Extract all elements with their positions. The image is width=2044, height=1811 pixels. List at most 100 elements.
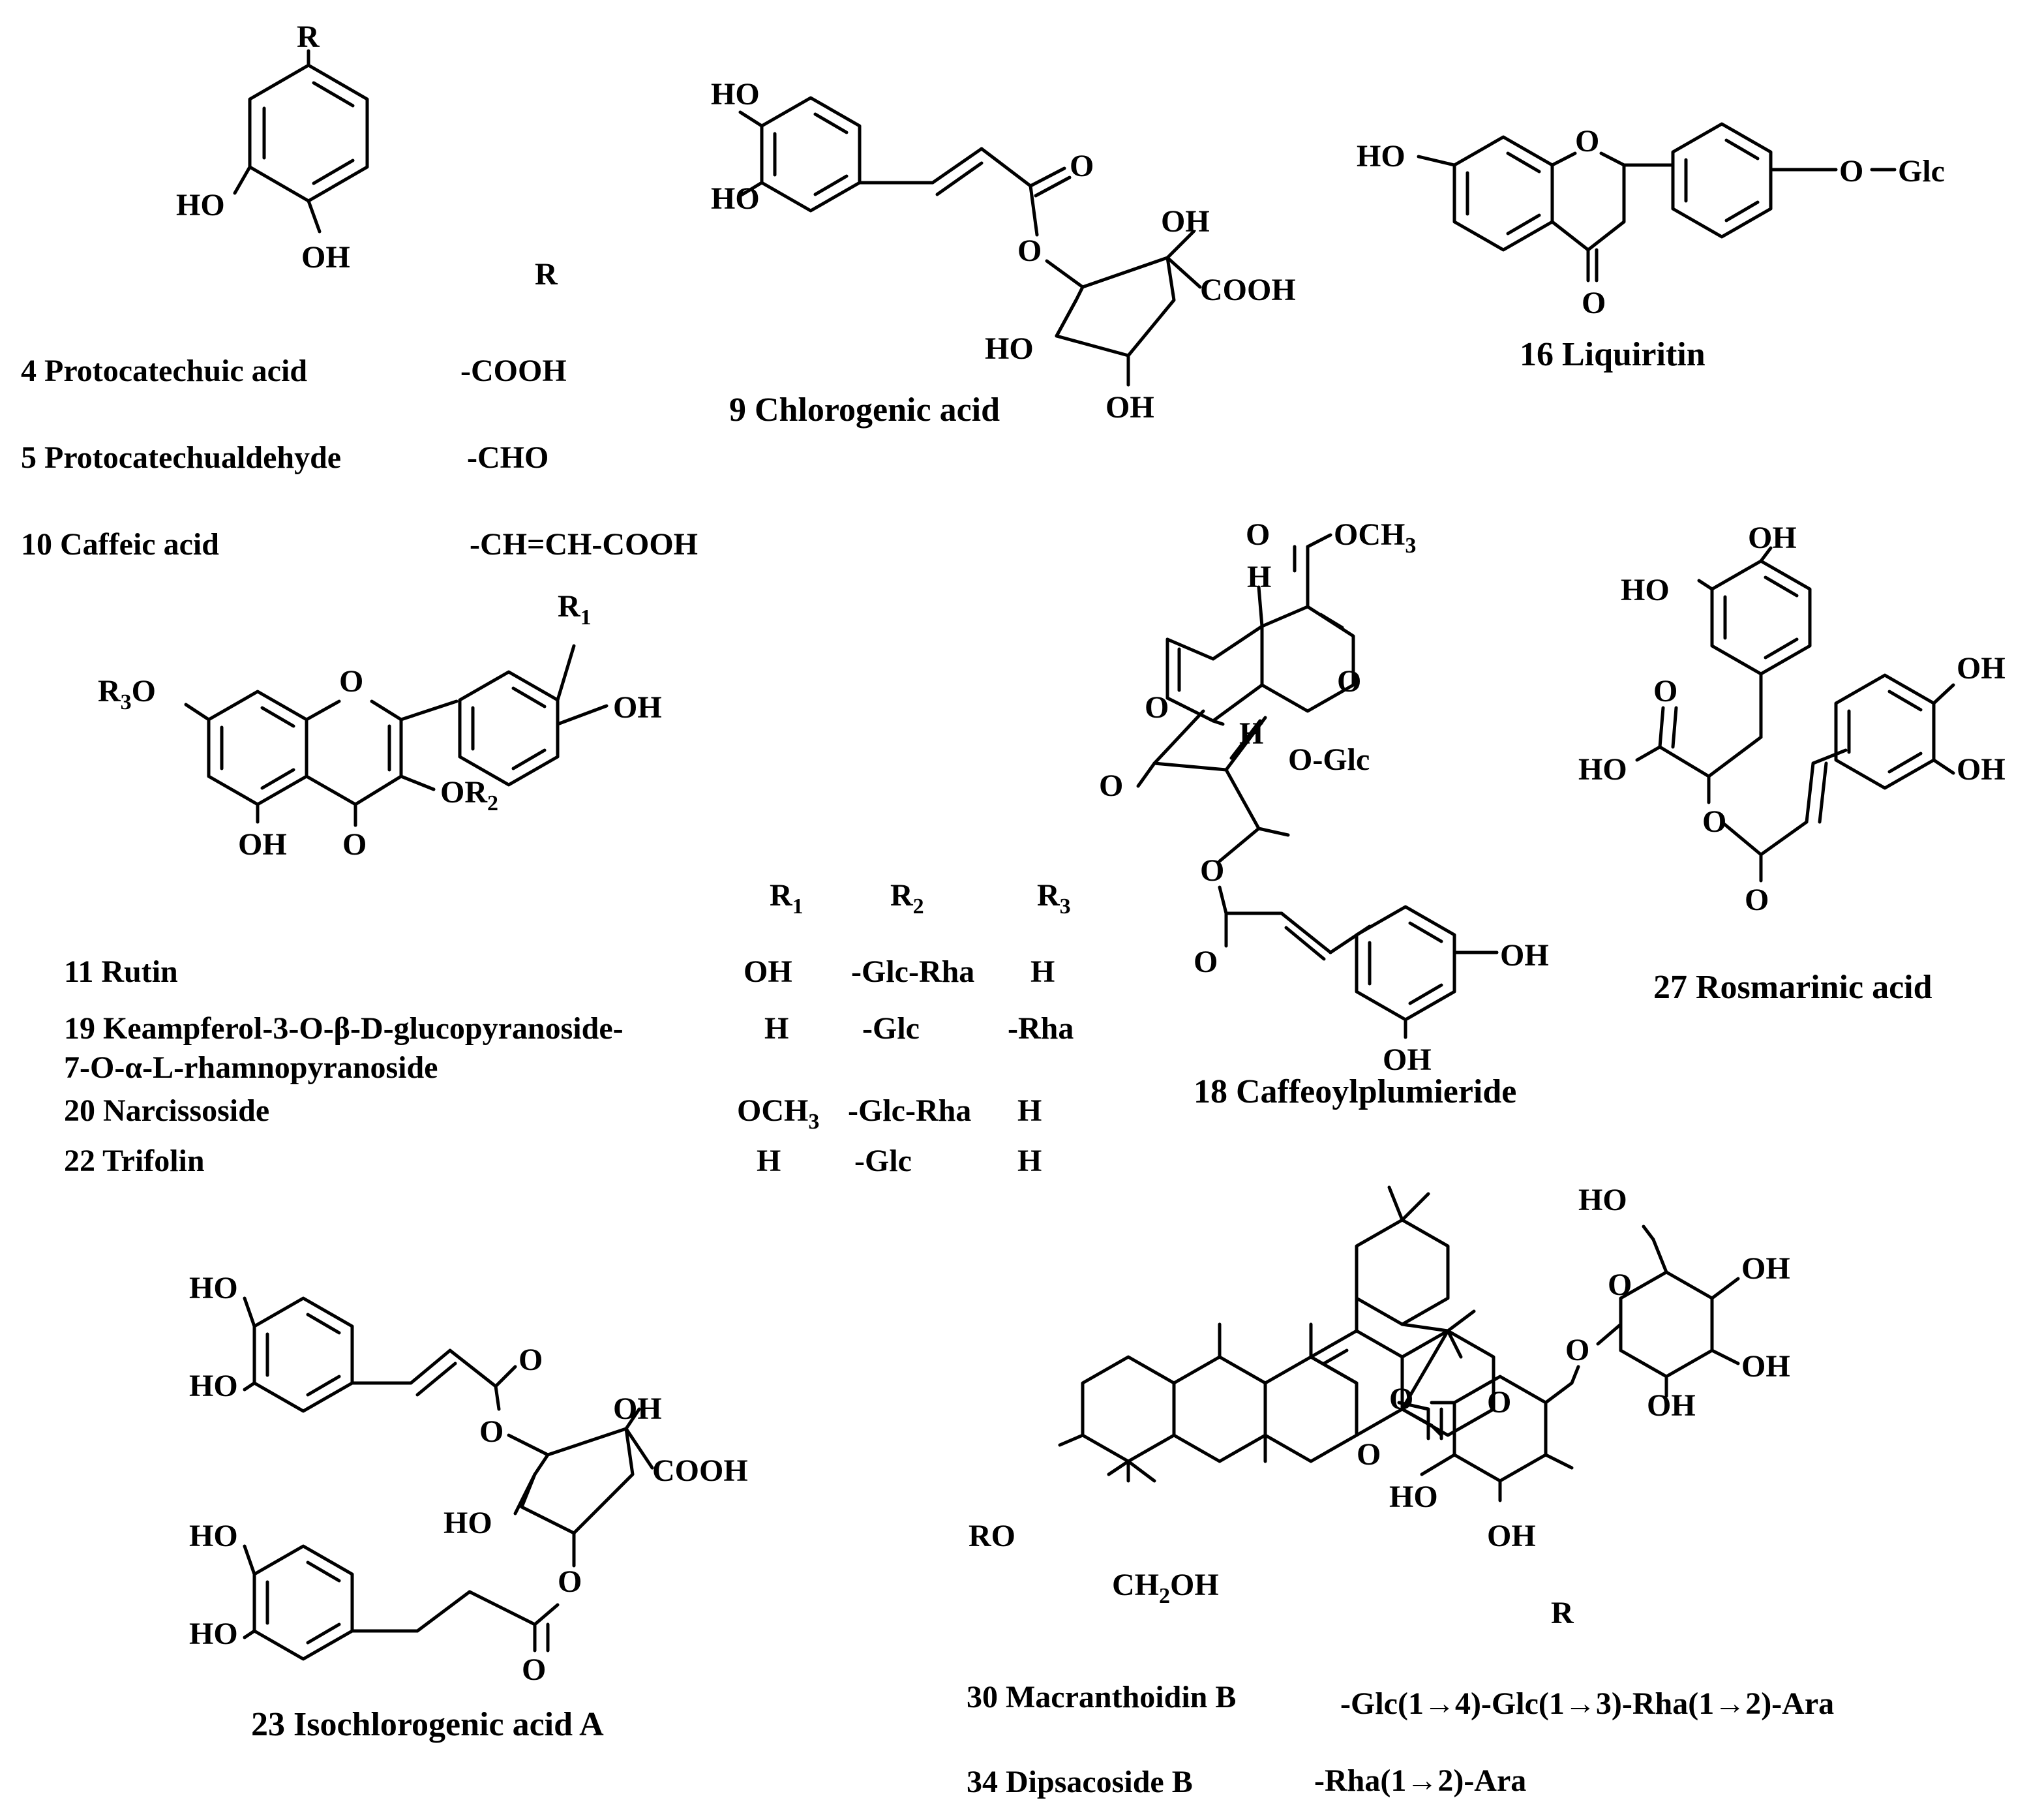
structure-triterpene-saponin: RO CH2OH O O O HO OH O HO O OH OH OH [969, 1183, 1790, 1608]
hydroxyl-label: OH [238, 827, 287, 862]
compound-name-continued: 7-O-α-L-rhamnopyranoside [64, 1050, 438, 1085]
compound-name: 5 Protocatechualdehyde [21, 440, 341, 475]
r3-value: -Rha [1008, 1011, 1074, 1046]
hydroxyl-label: OH [301, 240, 350, 275]
hydroxyl-label: OH [1957, 651, 2006, 686]
compound-name: 11 Rutin [64, 954, 178, 989]
hydroxyl-label: HO [176, 188, 225, 222]
lactone-oxygen-label: O [1145, 690, 1169, 725]
saponin-substituent-table: R 30 Macranthoidin B -Glc(1→4)-Glc(1→3)-… [967, 1596, 1834, 1799]
ester-oxygen-label: O [1017, 234, 1042, 268]
r3-value: H [1017, 1093, 1042, 1128]
compound-name: 22 Trifolin [64, 1144, 205, 1178]
hydroxymethyl-label: CH2OH [1112, 1568, 1219, 1608]
hydroxyl-label: OH [1647, 1388, 1696, 1423]
r3-value: H [1017, 1144, 1042, 1178]
carbonyl-oxygen-label: O [522, 1652, 546, 1687]
structure-liquiritin: HO O O Glc O 16 Liquiritin [1357, 122, 1945, 373]
compound-name: 10 Caffeic acid [21, 527, 219, 562]
carbonyl-oxygen-label: O [1070, 149, 1094, 183]
r3-value: H [1030, 954, 1055, 989]
carbonyl-oxygen-label: O [1357, 1437, 1381, 1472]
hydroxyl-label: HO [443, 1506, 492, 1540]
carbonyl-oxygen-label: O [1194, 945, 1218, 979]
column-header: R [535, 257, 558, 292]
hydroxyl-label: OH [613, 1392, 662, 1426]
column-header: R [1551, 1596, 1574, 1630]
carbonyl-oxygen-label: O [342, 827, 367, 862]
r1-value: OH [744, 954, 792, 989]
substituent-value: -Glc(1→4)-Glc(1→3)-Rha(1→2)-Ara [1340, 1686, 1834, 1721]
substituent-value: -COOH [460, 354, 567, 388]
compound-name: 19 Keampferol-3-O-β-D-glucopyranoside- [64, 1011, 624, 1046]
ring-oxygen-label: O [1608, 1268, 1632, 1302]
carbonyl-oxygen-label: O [1653, 674, 1677, 708]
r3-label: R3O [98, 674, 156, 714]
r1-label: R1 [558, 589, 592, 630]
structure-flavonol-core: R3O O R1 OH OR2 OH O [98, 589, 662, 862]
ring-oxygen-label: O [339, 664, 363, 699]
r2-value: -Glc [854, 1144, 912, 1178]
hydroxyl-label: OH [1748, 521, 1797, 555]
hydroxyl-label: OH [613, 690, 662, 725]
hydroxyl-label: HO [711, 181, 760, 216]
hydroxyl-label: OH [1741, 1349, 1790, 1384]
substituent-value: -CHO [467, 440, 549, 475]
ester-oxygen-label: O [1702, 804, 1726, 839]
hydroxyl-label: HO [711, 77, 760, 112]
r1-value: H [764, 1011, 789, 1046]
hydroxyl-label: HO [985, 331, 1034, 366]
methoxy-label: OCH3 [1334, 517, 1416, 558]
ring-oxygen-label: O [1575, 124, 1599, 159]
compound-caption: 27 Rosmarinic acid [1653, 969, 1932, 1006]
or2-label: OR2 [440, 775, 498, 815]
hydroxyl-label: OH [1500, 938, 1549, 973]
hydroxyl-label: OH [1957, 752, 2006, 787]
hydroxyl-label: HO [1621, 573, 1670, 607]
ester-oxygen-label: O [558, 1564, 582, 1599]
ester-oxygen-label: O [479, 1414, 503, 1449]
hydroxyl-label: HO [189, 1617, 238, 1651]
hydroxyl-label: OH [1161, 204, 1210, 239]
r2-value: -Glc-Rha [851, 954, 974, 989]
carboxyl-label: COOH [1200, 273, 1296, 307]
substituent-value: -Rha(1→2)-Ara [1314, 1763, 1526, 1798]
ether-oxygen-label: O [1839, 154, 1863, 189]
r-group-label: R [297, 20, 320, 54]
structure-caffeoylplumieride: O OCH3 H O O H O-Glc O O O OH OH 18 Caff… [1099, 517, 1549, 1110]
hydroxyl-label: OH [1487, 1519, 1536, 1553]
carbonyl-oxygen-label: O [1246, 517, 1270, 552]
hydroxyl-label: HO [1578, 1183, 1627, 1217]
carbonyl-oxygen-label: O [1582, 286, 1606, 320]
r1-value: H [757, 1144, 781, 1178]
ester-oxygen-label: O [1389, 1382, 1413, 1416]
column-header: R3 [1037, 878, 1071, 919]
hydroxyl-label: HO [1578, 752, 1627, 787]
hydrogen-label: H [1239, 716, 1263, 751]
hydroxyl-label: HO [1357, 139, 1405, 174]
compound-name: 20 Narcissoside [64, 1093, 269, 1128]
r-group-label: RO [969, 1519, 1015, 1553]
r-substituent-table: R 4 Protocatechuic acid -COOH 5 Protocat… [21, 257, 698, 562]
structure-isochlorogenic-acid-a: HO HO O O OH COOH HO HO HO O O 23 Isochl… [189, 1271, 748, 1743]
flavonol-substituent-table: R1 R2 R3 11 Rutin OH -Glc-Rha H 19 Keamp… [64, 878, 1074, 1178]
carbonyl-oxygen-label: O [1099, 769, 1123, 803]
hydroxyl-label: OH [1383, 1042, 1432, 1077]
carboxyl-label: COOH [652, 1453, 748, 1488]
structure-rosmarinic-acid: OH HO O HO O OH OH O 27 Rosmarinic acid [1578, 521, 2006, 1006]
compound-name: 4 Protocatechuic acid [21, 354, 307, 388]
hydroxyl-label: HO [189, 1271, 238, 1305]
glycosidic-oxygen-label: O [1565, 1333, 1589, 1367]
structure-chlorogenic-acid: HO HO O O OH COOH HO OH 9 Chlorogenic ac… [711, 77, 1296, 429]
compound-caption: 18 Caffeoylplumieride [1194, 1073, 1516, 1110]
compound-name: 34 Dipsacoside B [967, 1765, 1193, 1799]
column-header: R1 [770, 878, 804, 919]
compound-caption: 9 Chlorogenic acid [729, 391, 1000, 429]
compound-caption: 16 Liquiritin [1520, 336, 1706, 373]
ring-oxygen-label: O [1337, 664, 1361, 699]
hydroxyl-label: HO [1389, 1480, 1438, 1514]
ester-oxygen-label: O [1200, 853, 1224, 888]
hydrogen-label: H [1247, 560, 1271, 594]
r2-value: -Glc [862, 1011, 920, 1046]
